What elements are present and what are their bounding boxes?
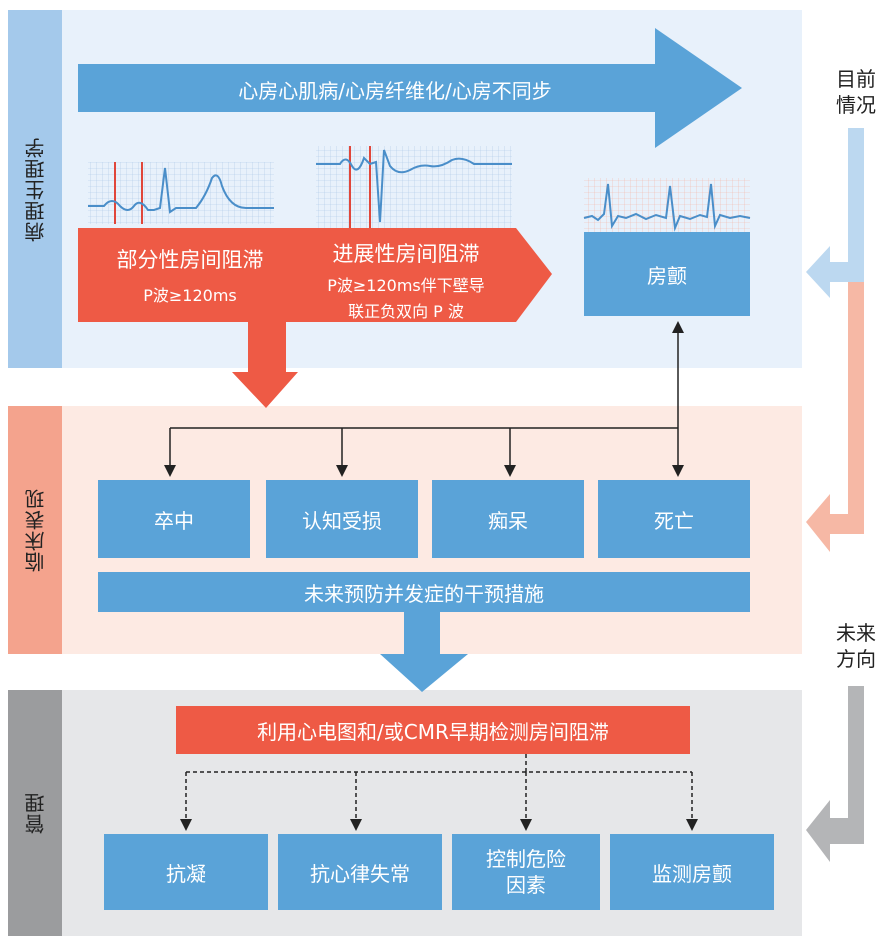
outcome-death: 死亡 (598, 480, 750, 558)
partial-block-title: 部分性房间阻滞 (116, 248, 264, 272)
outcome-cognitive: 认知受损 (266, 480, 418, 558)
advanced-block-detail-2: 联正负双向 P 波 (348, 302, 464, 321)
mgmt-risk-factors-line1: 控制危险 (486, 847, 566, 871)
label-current: 目前 情况 (826, 66, 885, 118)
mgmt-antiarrhythmic: 抗心律失常 (278, 834, 442, 910)
detection-bar: 利用心电图和/或CMR早期检测房间阻滞 (176, 706, 690, 754)
mgmt-risk-factors-line2: 因素 (506, 873, 546, 897)
outcome-stroke: 卒中 (98, 480, 250, 558)
partial-block-detail: P波≥120ms (143, 286, 237, 305)
management-tab: 管理 (8, 690, 62, 936)
prevention-bar: 未来预防并发症的干预措施 (98, 572, 750, 612)
top-arrow-shape (78, 28, 742, 148)
top-arrow-label: 心房心肌病/心房纤维化/心房不同步 (238, 78, 552, 103)
interatrial-block-arrow (78, 228, 552, 322)
advanced-block-detail-1: P波≥120ms伴下壁导 (327, 276, 485, 295)
down-arrow-blue (380, 612, 468, 692)
clinical-tab: 临床表现 (8, 406, 62, 654)
right-arrow-current (806, 128, 864, 298)
partial-block: 部分性房间阻滞 P波≥120ms (90, 244, 290, 306)
advanced-block: 进展性房间阻滞 P波≥120ms伴下壁导 联正负双向 P 波 (306, 238, 506, 322)
right-arrow-clinical (806, 282, 864, 552)
outcome-dementia: 痴呆 (432, 480, 584, 558)
label-future-1: 未来 (836, 621, 876, 645)
advanced-block-title: 进展性房间阻滞 (332, 242, 480, 266)
down-arrow-red (232, 322, 298, 408)
mgmt-monitor-af: 监测房颤 (610, 834, 774, 910)
ecg-strip-partial (88, 162, 274, 224)
ecg-strip-advanced (316, 146, 512, 230)
label-current-2: 情况 (836, 93, 876, 117)
label-future: 未来 方向 (826, 620, 885, 672)
right-arrow-future (806, 686, 864, 862)
label-future-2: 方向 (836, 647, 876, 671)
mgmt-risk-factors: 控制危险 因素 (452, 834, 600, 910)
ecg-strip-af (583, 178, 751, 232)
pathophysiology-tab: 病理生理学 (8, 10, 62, 368)
af-box: 房颤 (647, 263, 687, 288)
mgmt-anticoagulation: 抗凝 (104, 834, 268, 910)
label-current-1: 目前 (836, 67, 876, 91)
